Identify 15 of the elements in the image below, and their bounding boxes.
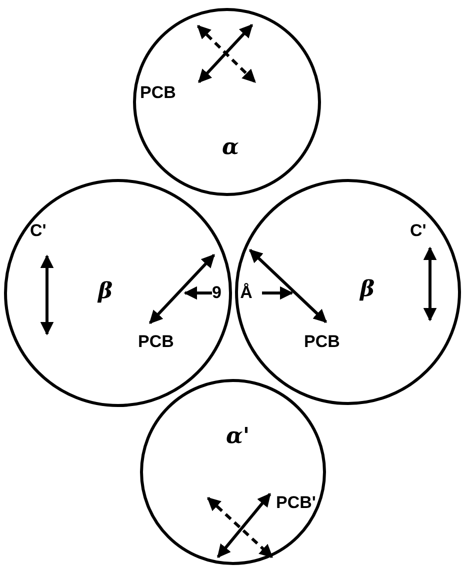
phase-symbol: β — [98, 280, 113, 302]
axis-label: PCB — [304, 333, 340, 350]
dimension-label: 9 Å — [212, 284, 252, 301]
phase-circle — [140, 379, 326, 565]
phase-symbol: α' — [226, 425, 250, 447]
axis-label: PCB' — [276, 494, 316, 511]
axis-label: C' — [410, 222, 426, 239]
phase-symbol: α — [222, 136, 239, 158]
phase-circle — [235, 179, 461, 405]
axis-label: PCB — [140, 84, 176, 101]
phase-circle — [4, 179, 232, 407]
axis-label: PCB — [138, 333, 174, 350]
phase-symbol: β — [360, 278, 375, 300]
axis-label: C' — [30, 222, 46, 239]
phase-circle — [133, 8, 321, 196]
